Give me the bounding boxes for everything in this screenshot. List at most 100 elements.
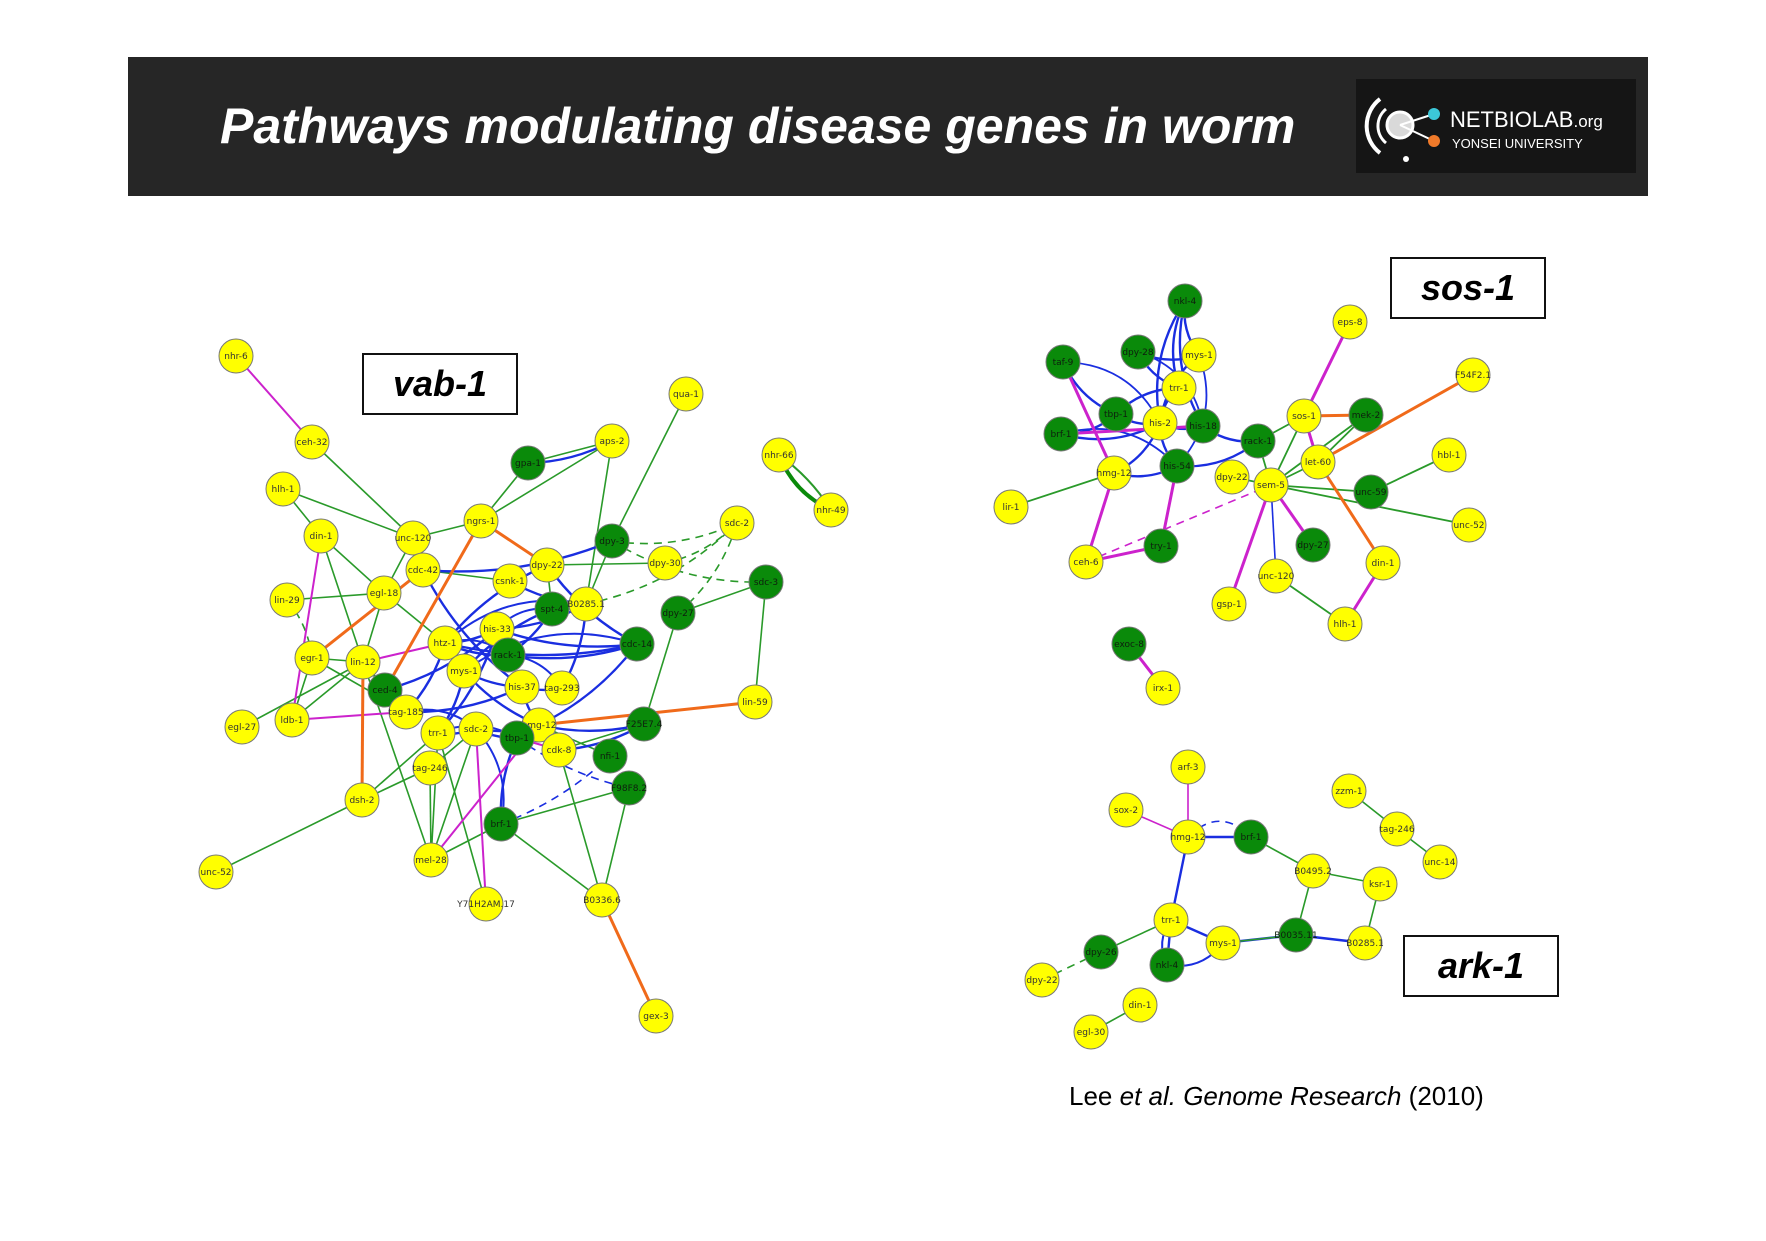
- gene-node: B0285.1: [1346, 925, 1384, 961]
- gene-node-label: ldb-1: [281, 716, 304, 726]
- gene-node-circle: [1278, 917, 1314, 953]
- gene-node-label: ngrs-1: [467, 517, 496, 527]
- gene-node: nhr-66: [761, 437, 797, 473]
- gene-node: din-1: [303, 518, 339, 554]
- gene-node-circle: [463, 503, 499, 539]
- gene-node-circle: [1295, 527, 1331, 563]
- gene-node-label: tag-246: [412, 764, 447, 774]
- gene-node-label: his-18: [1189, 422, 1217, 432]
- gene-node-label: egr-1: [300, 654, 323, 664]
- gene-node-circle: [367, 672, 403, 708]
- gene-node: tag-246: [1379, 811, 1415, 847]
- network-edge: [1316, 461, 1385, 564]
- gene-node-label: sem-5: [1257, 481, 1285, 491]
- gene-node-circle: [1108, 792, 1144, 828]
- gene-node: dpy-26: [1083, 934, 1119, 970]
- gene-node-circle: [993, 489, 1029, 525]
- gene-node-circle: [647, 545, 683, 581]
- gene-node-circle: [1068, 544, 1104, 580]
- gene-node-label: htz-1: [434, 639, 457, 649]
- network-edge: [463, 632, 638, 672]
- gene-node-circle: [1073, 1014, 1109, 1050]
- gene-node-label: tbp-1: [1104, 410, 1128, 420]
- gene-node-label: unc-14: [1424, 858, 1455, 868]
- gene-node-circle: [1240, 423, 1276, 459]
- network-edge: [320, 535, 364, 663]
- gene-node: qua-1: [668, 376, 704, 412]
- gene-node-label: F54F2.1: [1455, 371, 1491, 381]
- gene-node-label: tag-293: [544, 684, 579, 694]
- gene-node-label: B0495.2: [1294, 867, 1332, 877]
- gene-node-circle: [1422, 844, 1458, 880]
- gene-node: lin-29: [269, 582, 305, 618]
- gene-node: lir-1: [993, 489, 1029, 525]
- gene-node-label: hmg-12: [522, 721, 557, 731]
- gene-node: taf-9: [1045, 344, 1081, 380]
- gene-node-circle: [458, 711, 494, 747]
- network-edge: [311, 441, 414, 539]
- network-edge: [643, 612, 679, 725]
- gene-node: din-1: [1122, 987, 1158, 1023]
- network-edge: [475, 728, 487, 905]
- gene-node-circle: [1143, 528, 1179, 564]
- gene-node: spt-4: [534, 591, 570, 627]
- gene-node: lin-12: [345, 644, 381, 680]
- gene-node-circle: [1120, 334, 1156, 370]
- gene-node: exoc-8: [1111, 626, 1147, 662]
- gene-node-label: gpa-1: [515, 459, 541, 469]
- gene-node-circle: [1181, 337, 1217, 373]
- gene-node: tbp-1: [499, 720, 535, 756]
- gene-node: trr-1: [1161, 370, 1197, 406]
- gene-node-circle: [1258, 558, 1294, 594]
- gene-node: B0285.1: [567, 586, 605, 622]
- network-edge: [291, 535, 322, 721]
- gene-node: F25E7.4: [626, 706, 663, 742]
- gene-node-label: ksr-1: [1369, 880, 1391, 890]
- gene-node-label: unc-52: [1453, 521, 1484, 531]
- gene-node-label: exoc-8: [1114, 640, 1144, 650]
- gene-node-circle: [568, 586, 604, 622]
- network-edge: [1227, 484, 1273, 605]
- citation-etal: et al.: [1119, 1081, 1176, 1111]
- gene-node-label: cdk-8: [547, 746, 572, 756]
- gene-node-circle: [294, 640, 330, 676]
- gene-node-label: ceh-6: [1073, 558, 1098, 568]
- gene-node-label: let-60: [1305, 458, 1332, 468]
- gene-node-label: dpy-27: [662, 609, 693, 619]
- gene-node: his-37: [504, 669, 540, 705]
- gene-node-label: lin-12: [350, 658, 375, 668]
- network-edge: [215, 799, 363, 873]
- network-edge: [1317, 373, 1474, 464]
- gene-node: cdk-8: [541, 732, 577, 768]
- gene-node: dpy-22: [529, 547, 565, 583]
- gene-node: mys-1: [1205, 925, 1241, 961]
- gene-node-label: brf-1: [490, 820, 511, 830]
- gene-node-label: spt-4: [541, 605, 564, 615]
- gene-node-circle: [413, 842, 449, 878]
- gene-node-circle: [594, 523, 630, 559]
- gene-node-label: hlh-1: [1334, 620, 1357, 630]
- network-edge: [611, 522, 738, 545]
- gene-node: arf-3: [1170, 749, 1206, 785]
- gene-node-label: nkl-4: [1156, 961, 1179, 971]
- gene-node: gpa-1: [510, 445, 546, 481]
- network-edge: [500, 787, 630, 825]
- gene-node-circle: [1205, 925, 1241, 961]
- title-bar: Pathways modulating disease genes in wor…: [128, 57, 1648, 196]
- network-edge: [241, 661, 364, 728]
- gene-node: nkl-4: [1149, 947, 1185, 983]
- gene-node-label: egl-27: [228, 723, 256, 733]
- gene-node-circle: [1167, 283, 1203, 319]
- gene-node: F54F2.1: [1455, 357, 1491, 393]
- network-edge: [601, 787, 630, 901]
- gene-node-circle: [1098, 396, 1134, 432]
- network-edge: [421, 569, 523, 688]
- gene-node: sem-5: [1253, 467, 1289, 503]
- gene-node-circle: [198, 854, 234, 890]
- gene-node: sdc-2: [458, 711, 494, 747]
- gene-node: egl-30: [1073, 1014, 1109, 1050]
- gene-node: hbl-1: [1431, 437, 1467, 473]
- gene-node-label: din-1: [1372, 559, 1395, 569]
- gene-node-label: ceh-32: [297, 438, 328, 448]
- gene-node-circle: [1347, 925, 1383, 961]
